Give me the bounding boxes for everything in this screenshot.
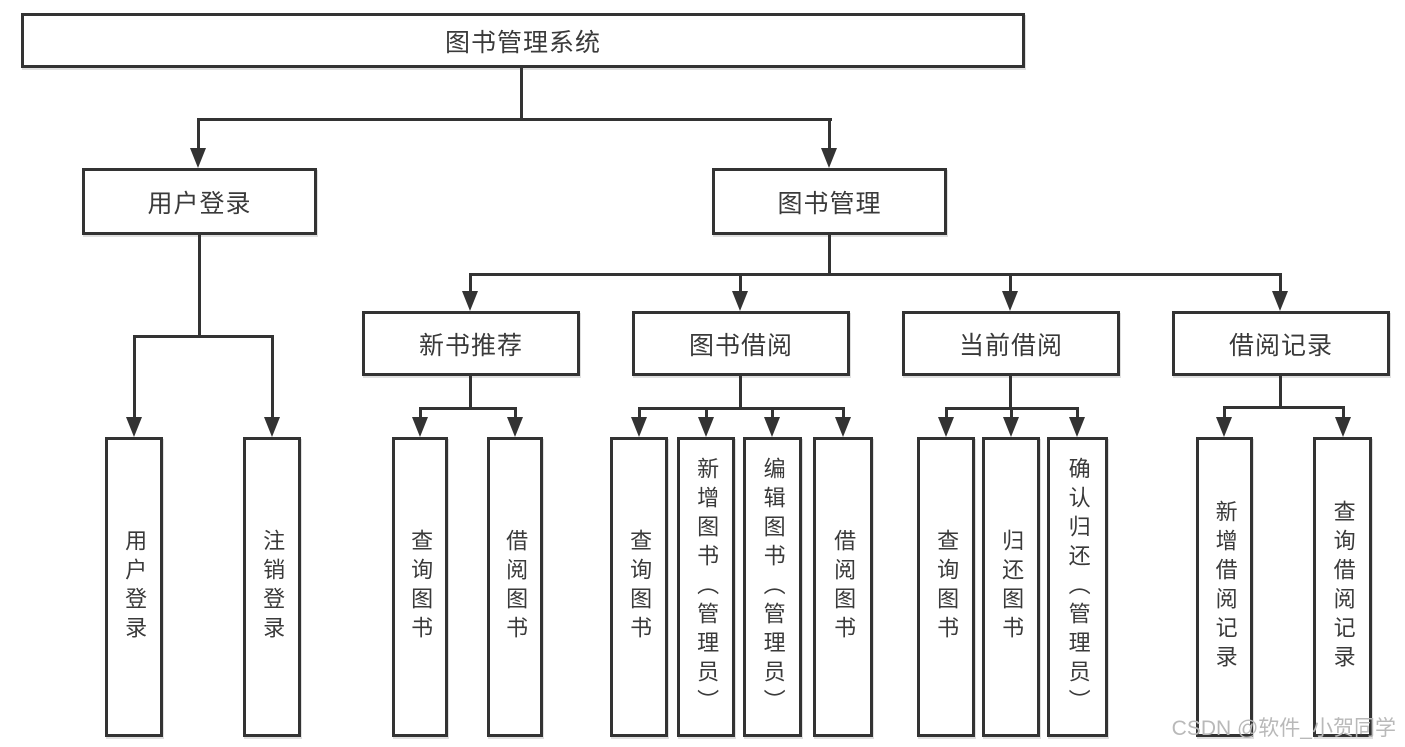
connector-line (469, 376, 472, 410)
node-user-login: 用户登录 (82, 168, 317, 235)
connector-line (1010, 407, 1013, 419)
connector-line (842, 407, 845, 419)
connector-line (1009, 376, 1012, 410)
leaf-confirm-return-admin: 确认归还（管理员） (1047, 437, 1108, 737)
leaf-query-books-recommend: 查询图书 (392, 437, 448, 737)
arrowhead-down-icon (1002, 291, 1018, 311)
arrowhead-down-icon (412, 417, 428, 437)
connector-line (771, 407, 774, 419)
arrowhead-down-icon (1272, 291, 1288, 311)
arrowhead-down-icon (764, 417, 780, 437)
connector-line (945, 407, 948, 419)
node-book-borrowing-label: 图书借阅 (688, 331, 793, 360)
root-node-library-system: 图书管理系统 (21, 13, 1025, 68)
connector-line (1279, 376, 1282, 409)
connector-line (1076, 407, 1079, 419)
connector-line (638, 407, 845, 410)
arrowhead-down-icon (1216, 417, 1232, 437)
node-book-borrowing: 图书借阅 (632, 311, 850, 376)
connector-line (705, 407, 708, 419)
node-new-book-recommend-label: 新书推荐 (418, 331, 523, 360)
arrowhead-down-icon (126, 417, 142, 437)
arrowhead-down-icon (462, 291, 478, 311)
leaf-label: 借阅图书 (503, 529, 529, 645)
leaf-edit-books-admin: 编辑图书（管理员） (743, 437, 802, 737)
arrowhead-down-icon (190, 148, 206, 168)
connector-line (419, 407, 422, 419)
leaf-label: 归还图书 (999, 529, 1025, 645)
connector-line (638, 407, 641, 419)
connector-line (1342, 406, 1345, 419)
leaf-label: 查询图书 (934, 529, 960, 645)
connector-line (419, 407, 517, 410)
connector-line (197, 118, 832, 121)
arrowhead-down-icon (1069, 417, 1085, 437)
leaf-label: 新增借阅记录 (1212, 500, 1238, 674)
node-current-borrowing: 当前借阅 (902, 311, 1120, 376)
arrowhead-down-icon (698, 417, 714, 437)
leaf-label: 确认归还（管理员） (1065, 456, 1091, 718)
arrowhead-down-icon (631, 417, 647, 437)
connector-line (514, 407, 517, 419)
leaf-label: 查询图书 (408, 529, 434, 645)
leaf-label: 注销登录 (260, 529, 286, 645)
arrowhead-down-icon (1003, 417, 1019, 437)
leaf-label: 用户登录 (122, 529, 148, 645)
arrowhead-down-icon (938, 417, 954, 437)
leaf-add-borrow-record: 新增借阅记录 (1196, 437, 1253, 737)
arrowhead-down-icon (732, 291, 748, 311)
leaf-label: 查询图书 (627, 529, 653, 645)
leaf-borrow-books-recommend: 借阅图书 (487, 437, 543, 737)
connector-line (469, 273, 472, 293)
connector-line (828, 235, 831, 276)
arrowhead-down-icon (507, 417, 523, 437)
connector-line (133, 335, 136, 419)
leaf-logout: 注销登录 (243, 437, 301, 737)
connector-line (1009, 273, 1012, 293)
node-current-borrowing-label: 当前借阅 (958, 331, 1063, 360)
node-user-login-label: 用户登录 (147, 189, 252, 218)
leaf-add-books-admin: 新增图书（管理员） (677, 437, 735, 737)
connector-line (197, 118, 200, 150)
arrowhead-down-icon (264, 417, 280, 437)
connector-line (469, 273, 1282, 276)
connector-line (1223, 406, 1226, 419)
connector-line (198, 235, 201, 338)
leaf-label: 新增图书（管理员） (694, 456, 720, 718)
leaf-user-login: 用户登录 (105, 437, 163, 737)
leaf-query-borrow-record: 查询借阅记录 (1313, 437, 1372, 737)
leaf-query-books-borrow: 查询图书 (610, 437, 668, 737)
connector-line (739, 273, 742, 293)
node-book-management: 图书管理 (712, 168, 947, 235)
csdn-watermark: CSDN @软件_小贺同学 (1171, 717, 1396, 740)
leaf-label: 编辑图书（管理员） (760, 456, 786, 718)
leaf-label: 查询借阅记录 (1330, 500, 1356, 674)
node-book-management-label: 图书管理 (777, 189, 882, 218)
leaf-return-books: 归还图书 (982, 437, 1040, 737)
leaf-label: 借阅图书 (831, 529, 857, 645)
connector-line (1279, 273, 1282, 293)
leaf-query-books-current: 查询图书 (917, 437, 975, 737)
connector-line (271, 335, 274, 419)
connector-line (1223, 406, 1345, 409)
connector-line (133, 335, 274, 338)
node-borrowing-records: 借阅记录 (1172, 311, 1390, 376)
connector-line (739, 376, 742, 410)
arrowhead-down-icon (835, 417, 851, 437)
node-new-book-recommend: 新书推荐 (362, 311, 580, 376)
node-borrowing-records-label: 借阅记录 (1228, 331, 1333, 360)
root-node-label: 图书管理系统 (444, 28, 601, 57)
connector-line (828, 118, 831, 150)
arrowhead-down-icon (821, 148, 837, 168)
arrowhead-down-icon (1335, 417, 1351, 437)
leaf-borrow-books: 借阅图书 (813, 437, 873, 737)
connector-line (520, 68, 523, 121)
